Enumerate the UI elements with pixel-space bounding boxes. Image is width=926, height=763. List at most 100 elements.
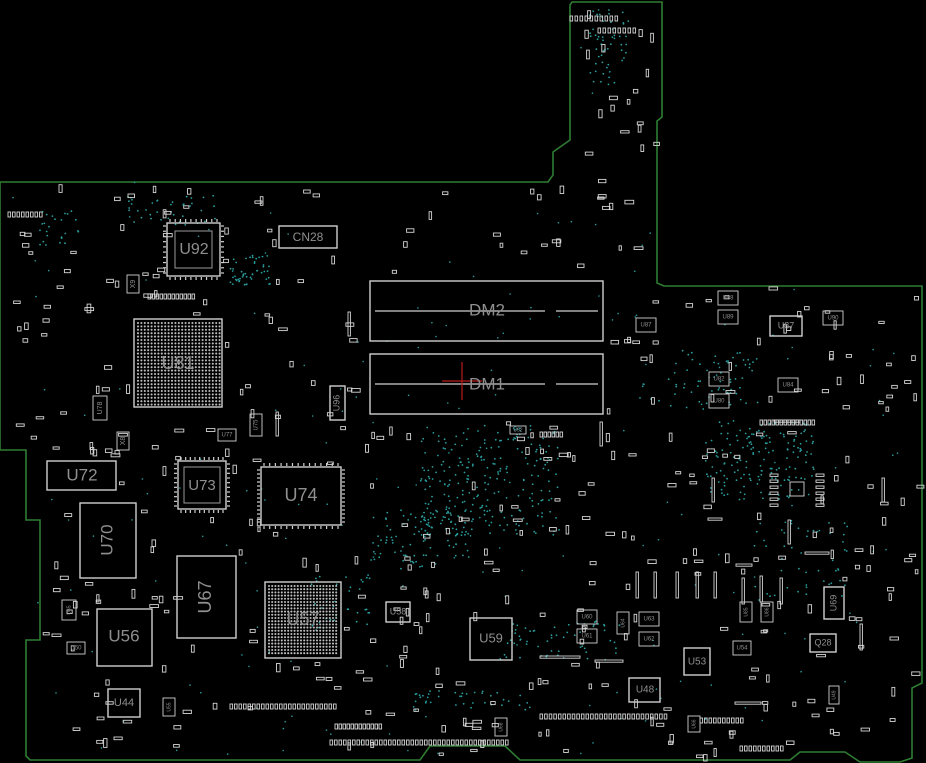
component-u44[interactable]: U44 (107, 688, 141, 718)
component-cn28[interactable]: CN28 (278, 225, 338, 249)
component-u54[interactable]: U54 (732, 640, 752, 656)
component-u67[interactable]: U67 (176, 555, 237, 639)
resistor-bars (275, 311, 885, 705)
component-u56[interactable]: U56 (96, 608, 153, 667)
label-u54: U54 (736, 646, 748, 652)
component-u62[interactable]: U62 (638, 631, 660, 647)
label-u80: U80 (713, 399, 725, 405)
component-u89[interactable]: U89 (717, 309, 739, 325)
label-u84: U84 (782, 383, 794, 389)
component-u72[interactable]: U72 (46, 460, 117, 491)
label-u56: U56 (108, 626, 139, 645)
label-u78: U78 (97, 401, 104, 414)
component-u61[interactable]: U61 (576, 628, 598, 644)
label-q28: Q28 (814, 637, 831, 647)
label-u61: U61 (581, 634, 593, 640)
label-dm1: DM1 (469, 374, 505, 393)
component-u57[interactable]: U57 (264, 581, 342, 659)
label-u89: U89 (722, 315, 734, 321)
component-u82[interactable]: U82 (708, 371, 730, 387)
label-u69: U69 (828, 595, 838, 612)
component-u87-small[interactable]: U87 (635, 317, 657, 333)
label-u63: U63 (643, 617, 655, 623)
passive-pads (13, 10, 925, 762)
label-u65: U65 (66, 605, 72, 614)
label-dm2: DM2 (469, 300, 505, 319)
label-cn28: CN28 (293, 230, 324, 244)
label-u57: U57 (286, 609, 319, 629)
label-u82: U82 (713, 377, 725, 383)
component-u75[interactable]: U75 (249, 413, 263, 437)
label-u70: U70 (97, 524, 116, 555)
component-u85[interactable]: U85 (739, 601, 753, 623)
label-u66: U66 (691, 719, 697, 728)
component-x9[interactable]: X9 (126, 274, 140, 294)
component-u70[interactable]: U70 (79, 502, 137, 579)
bga-grid-u57 (267, 584, 338, 655)
component-u59[interactable]: U59 (469, 617, 513, 661)
label-u85: U85 (743, 607, 749, 616)
label-u60: U60 (581, 615, 593, 621)
component-u80[interactable]: U80 (708, 393, 730, 409)
component-u64[interactable]: U64 (616, 611, 630, 635)
component-u81[interactable]: U81 (133, 318, 223, 408)
component-u96[interactable]: U96 (329, 385, 346, 421)
component-u58[interactable]: U58 (385, 601, 411, 623)
label-u64: U64 (620, 618, 626, 627)
component-u87[interactable]: U87 (769, 315, 803, 337)
component-u65[interactable]: U65 (61, 599, 77, 621)
component-u88[interactable]: U88 (717, 290, 739, 306)
label-u75: U75 (254, 419, 260, 431)
label-u92: U92 (179, 241, 208, 258)
label-x9: X9 (130, 280, 137, 289)
label-u87: U87 (778, 320, 795, 330)
label-u52: U52 (513, 427, 522, 433)
label-u55: U55 (166, 702, 172, 711)
component-u92[interactable]: U92 (166, 222, 221, 277)
label-u49: U49 (831, 690, 837, 699)
label-u72: U72 (66, 465, 97, 484)
component-u86[interactable]: U86 (760, 601, 774, 623)
label-x8: X8 (120, 437, 127, 446)
component-u74[interactable]: U74 (260, 466, 342, 526)
component-u77[interactable]: U77 (217, 428, 237, 442)
component-u69[interactable]: U69 (823, 586, 845, 620)
label-u86: U86 (764, 607, 770, 616)
label-u88: U88 (722, 296, 734, 302)
label-u87-small: U87 (640, 323, 652, 329)
component-q28[interactable]: Q28 (809, 633, 837, 653)
component-u50[interactable]: U50 (66, 641, 86, 655)
label-u44: U44 (114, 697, 134, 709)
label-u77: U77 (221, 433, 233, 439)
label-u59: U59 (479, 630, 503, 645)
component-u78[interactable]: U78 (92, 395, 108, 421)
label-u96: U96 (331, 395, 341, 412)
label-u68: U68 (498, 722, 504, 731)
label-u67: U67 (195, 580, 215, 613)
component-u49[interactable]: U49 (828, 685, 840, 705)
component-u55[interactable]: U55 (162, 697, 176, 717)
label-u50: U50 (70, 646, 82, 652)
component-dm1[interactable]: DM1 (369, 353, 604, 415)
component-u73[interactable]: U73 (177, 460, 227, 510)
component-u48[interactable]: U48 (628, 677, 661, 703)
component-u90[interactable]: U90 (822, 310, 844, 326)
component-u52[interactable]: U52 (509, 425, 527, 435)
label-u62: U62 (643, 637, 655, 643)
label-u81: U81 (161, 353, 194, 373)
label-u53: U53 (688, 657, 707, 668)
via-field (12, 9, 899, 755)
label-u74: U74 (284, 485, 317, 505)
component-u60[interactable]: U60 (576, 609, 598, 625)
label-u48: U48 (636, 685, 655, 696)
component-u66[interactable]: U66 (687, 715, 701, 733)
component-u63[interactable]: U63 (638, 611, 660, 627)
label-u58: U58 (390, 606, 407, 616)
component-x8[interactable]: X8 (116, 431, 130, 451)
component-u53[interactable]: U53 (683, 647, 711, 676)
component-dm2[interactable]: DM2 (369, 280, 604, 342)
label-u73: U73 (188, 477, 216, 494)
component-u84[interactable]: U84 (777, 377, 799, 393)
component-u68[interactable]: U68 (494, 717, 508, 737)
